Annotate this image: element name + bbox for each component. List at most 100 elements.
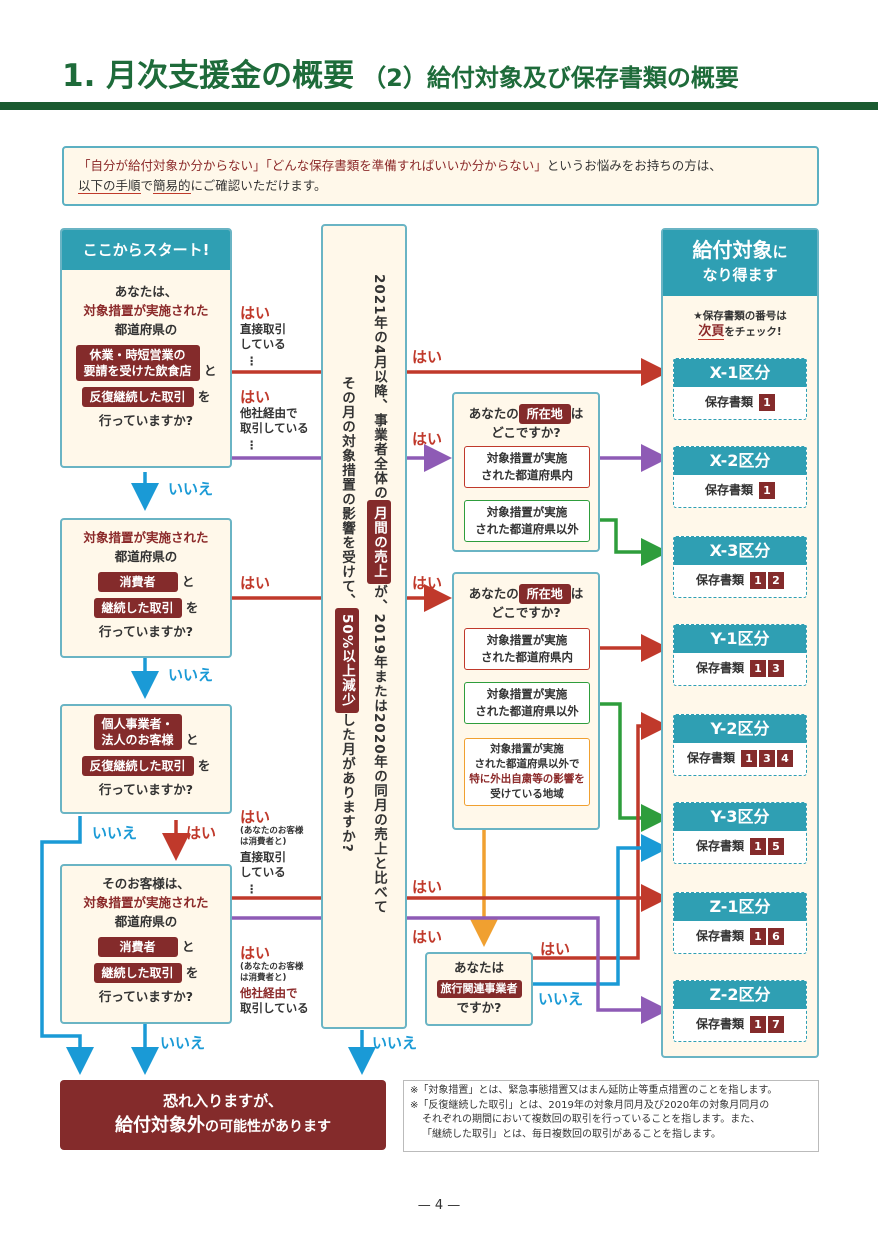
start-wo: を	[197, 389, 211, 404]
start-line3: 都道府県の	[114, 322, 178, 337]
note-other: 他社経由で取引している	[240, 406, 309, 436]
travel-l3: ですか?	[456, 1000, 502, 1015]
loc1-out1: 対象措置が実施	[486, 505, 568, 519]
note-other-1: 他社経由で	[240, 406, 298, 420]
label-vcol-yes-4: はい	[412, 878, 443, 896]
label-travel-no: いいえ	[538, 990, 584, 1008]
label-q1-yes-direct: はい	[240, 304, 271, 322]
label-q1-yes-other: はい	[240, 388, 271, 406]
eligible-column: 給付対象に なり得ます ★保存書類の番号は 次頁をチェック! X-1区分保存書類…	[661, 228, 819, 1058]
intro-rest1: というお悩みをお持ちの方は、	[546, 158, 722, 173]
pill-restaurant-b: 要請を受けた飲食店	[83, 364, 192, 378]
loc2-out2: された都道府県以外	[475, 704, 579, 718]
arrow-q3-no	[40, 816, 94, 1075]
doc-number-badge: 1	[750, 928, 766, 945]
location-question-2: あなたの所在地はどこですか? 対象措置が実施された都道府県内 対象措置が実施され…	[452, 572, 600, 830]
loc2-inside: 対象措置が実施された都道府県内	[464, 628, 590, 670]
eligible-check2b: をチェック!	[724, 326, 782, 338]
consumer-question-box: 対象措置が実施された 都道府県の 消費者 と 継続した取引 を 行っていますか?	[60, 518, 232, 658]
doc-label: 保存書類	[695, 1017, 744, 1031]
label-vcol-yes-3: はい	[412, 574, 443, 592]
pill-business: 個人事業者・法人のお客様	[93, 714, 182, 750]
title-rule	[0, 102, 878, 110]
intro-mid: で	[140, 178, 154, 193]
loc2-out1: 対象措置が実施	[486, 687, 568, 701]
intro-box: 「自分が給付対象か分からない」「どんな保存書類を準備すればいいか分からない」とい…	[62, 146, 819, 206]
q2-line2: 都道府県の	[114, 549, 178, 564]
category-name: Y-3区分	[674, 803, 806, 831]
loc1-out2: された都道府県以外	[475, 522, 579, 536]
label-vcol-no: いいえ	[372, 1034, 418, 1052]
eligible-head1: 給付対象	[692, 238, 773, 262]
doc-label: 保存書類	[704, 395, 753, 409]
doc-label: 保存書類	[686, 751, 735, 765]
loc2-q-pre: あなたの	[468, 586, 519, 601]
loc1-q-post: は	[570, 406, 584, 421]
loc2-in2: された都道府県内	[481, 650, 573, 664]
q4-end: 行っていますか?	[98, 989, 194, 1004]
start-question-box: ここからスタート! あなたは、 対象措置が実施された 都道府県の 休業・時短営業…	[60, 228, 232, 468]
intro-q1: 「自分が給付対象か分からない」	[78, 158, 266, 173]
note-direct-1: 直接取引	[240, 322, 286, 336]
vcol-b2: した月がありますか?	[339, 713, 355, 853]
result-l1: 恐れ入りますが、	[163, 1092, 283, 1110]
label-q4-yes-other: はい	[240, 944, 271, 962]
label-q3-no: いいえ	[92, 824, 138, 842]
label-vcol-yes-2: はい	[412, 430, 443, 448]
doc-number-badge: 1	[750, 572, 766, 589]
loc2-q-pill: 所在地	[518, 584, 571, 604]
not-eligible-result: 恐れ入りますが、 給付対象外の可能性があります	[60, 1080, 386, 1150]
note-other-q4-2: 取引している	[240, 1001, 309, 1015]
tiny-2b: は消費者と)	[240, 973, 287, 983]
category-name: Z-1区分	[674, 893, 806, 921]
page-title: 1. 月次支援金の概要（2）給付対象及び保存書類の概要	[62, 50, 739, 95]
arrow-travel-no	[532, 834, 669, 986]
customer-consumer-question-box: そのお客様は、 対象措置が実施された 都道府県の 消費者 と 継続した取引 を …	[60, 864, 232, 1024]
note-direct-q4-1: 直接取引	[240, 850, 286, 864]
loc2-sp4: 受けている地域	[490, 788, 564, 800]
label-q1-no: いいえ	[168, 480, 214, 498]
q3-to: と	[185, 732, 199, 747]
pill-repeated-trade: 反復継続した取引	[81, 387, 194, 407]
category-name: Y-1区分	[674, 625, 806, 653]
loc2-special-area: 対象措置が実施された都道府県以外で特に外出自粛等の影響を受けている地域	[464, 738, 590, 806]
loc2-q-line2: どこですか?	[491, 605, 561, 620]
vcol-a2: が、2019年または2020年の同月の売上と比べて	[371, 584, 387, 915]
category-name: X-3区分	[674, 537, 806, 565]
arrow-q4-other	[232, 916, 669, 1024]
pill-consumer-2: 消費者	[97, 937, 178, 957]
start-banner: ここからスタート!	[62, 230, 230, 270]
label-vcol-yes-1: はい	[412, 348, 443, 366]
intro-q2: 「どんな保存書類を準備すればいいか分からない」	[265, 158, 547, 173]
eligible-head2: なり得ます	[702, 266, 778, 284]
vcol-a1: 2021年の4月以降、事業者全体の	[371, 274, 387, 500]
doc-number-badge: 1	[750, 1016, 766, 1033]
note-other-2: 取引している	[240, 421, 309, 435]
q2-end: 行っていますか?	[98, 624, 194, 639]
doc-number-badge: 3	[759, 750, 775, 767]
loc1-q-pill: 所在地	[518, 404, 571, 424]
note-direct-q4-2: している	[240, 865, 286, 879]
doc-number-badge: 6	[768, 928, 784, 945]
vcol-right-text: 2021年の4月以降、事業者全体の月間の売上が、2019年または2020年の同月…	[367, 274, 391, 914]
sales-decline-question: 2021年の4月以降、事業者全体の月間の売上が、2019年または2020年の同月…	[321, 224, 407, 1029]
start-line1: あなたは、	[114, 284, 178, 299]
dots-1: ⋮	[246, 354, 258, 368]
q4-line1: そのお客様は、	[102, 876, 190, 891]
doc-label: 保存書類	[695, 929, 744, 943]
doc-label: 保存書類	[704, 483, 753, 497]
arrow-loc1-out	[593, 518, 669, 566]
vcol-pill-monthly-sales: 月間の売上	[367, 499, 391, 585]
doc-number-badge: 7	[768, 1016, 784, 1033]
start-line2: 対象措置が実施された	[83, 303, 209, 318]
footnote-1: ※「対象措置」とは、緊急事態措置又はまん延防止等重点措置のことを指します。	[410, 1085, 778, 1096]
intro-u1: 以下の手順	[78, 178, 141, 194]
